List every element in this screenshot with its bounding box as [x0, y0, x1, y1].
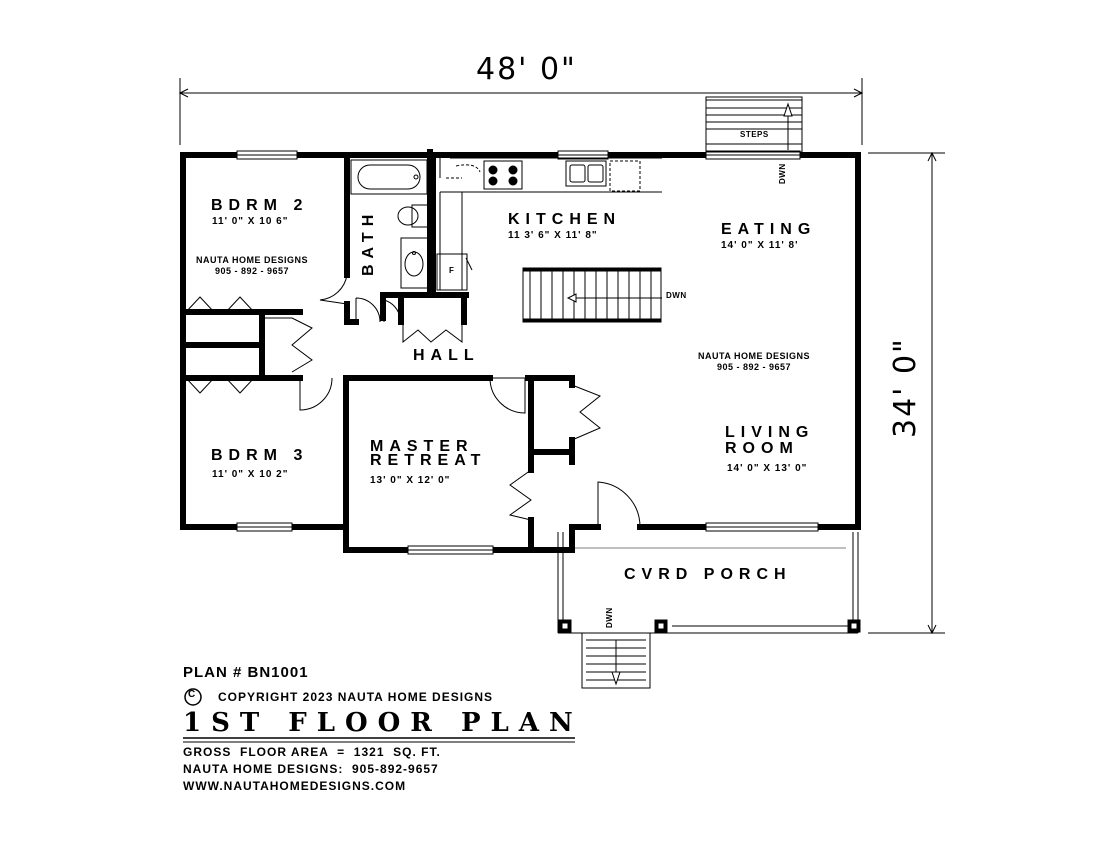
room-bdrm3-size: 11' 0" X 10 2" — [212, 469, 289, 480]
contact-phone: NAUTA HOME DESIGNS: 905-892-9657 — [183, 762, 439, 776]
room-master-size: 13' 0" X 12' 0" — [370, 475, 451, 486]
room-living-size: 14' 0" X 13' 0" — [727, 463, 808, 474]
room-kitchen-size: 11 3' 6" X 11' 8" — [508, 230, 598, 241]
room-hall-name: HALL — [413, 347, 480, 364]
plan-number: PLAN # BN1001 — [183, 664, 309, 681]
room-bdrm2-name: BDRM 2 — [211, 197, 309, 214]
room-kitchen-name: KITCHEN — [508, 211, 622, 228]
room-eating-size: 14' 0" X 11' 8' — [721, 240, 799, 251]
room-bdrm2-size: 11' 0" X 10 6" — [212, 216, 289, 227]
room-bdrm3-name: BDRM 3 — [211, 447, 309, 464]
rear-steps-down-label: DWN — [778, 163, 787, 184]
room-room-name: ROOM — [725, 440, 799, 457]
overall-width-label: 48' 0" — [476, 52, 577, 87]
room-living-name: LIVING — [725, 424, 815, 441]
room-retreat-name: RETREAT — [370, 452, 487, 469]
watermark-right-phone: 905 - 892 - 9657 — [716, 362, 792, 372]
room-bath-name: BATH — [360, 208, 377, 276]
room-eating-name: EATING — [721, 221, 817, 238]
watermark-left-phone: 905 - 892 - 9657 — [214, 266, 290, 276]
watermark-right-company: NAUTA HOME DESIGNS — [698, 351, 811, 361]
watermark-left: NAUTA HOME DESIGNS 905 - 892 - 9657 — [196, 255, 308, 277]
website-url: WWW.NAUTAHOMEDESIGNS.COM — [183, 779, 407, 793]
stairs-down-label: DWN — [666, 291, 687, 300]
room-porch-name: CVRD PORCH — [624, 566, 792, 583]
floor-plan-title: 1ST FLOOR PLAN — [183, 708, 583, 738]
watermark-right: NAUTA HOME DESIGNS 905 - 892 - 9657 — [698, 351, 810, 373]
title-rules — [183, 688, 575, 743]
dimension-lines — [178, 78, 945, 635]
gross-floor-area: GROSS FLOOR AREA = 1321 SQ. FT. — [183, 745, 441, 759]
porch-steps-down-label: DWN — [605, 607, 614, 628]
kitchen-fixtures — [436, 155, 662, 291]
doors — [185, 274, 641, 528]
fridge-label: F — [449, 266, 455, 275]
steps-label: STEPS — [740, 130, 769, 139]
copyright-symbol: C — [188, 689, 196, 700]
bath-fixtures — [350, 159, 429, 289]
walls — [180, 149, 861, 553]
copyright-text: COPYRIGHT 2023 NAUTA HOME DESIGNS — [218, 690, 494, 704]
stairs — [522, 96, 803, 689]
overall-depth-label: 34' 0" — [888, 337, 923, 438]
porch — [557, 532, 861, 634]
watermark-left-company: NAUTA HOME DESIGNS — [196, 255, 309, 265]
windows — [236, 150, 819, 555]
room-master-name: MASTER — [370, 438, 474, 455]
